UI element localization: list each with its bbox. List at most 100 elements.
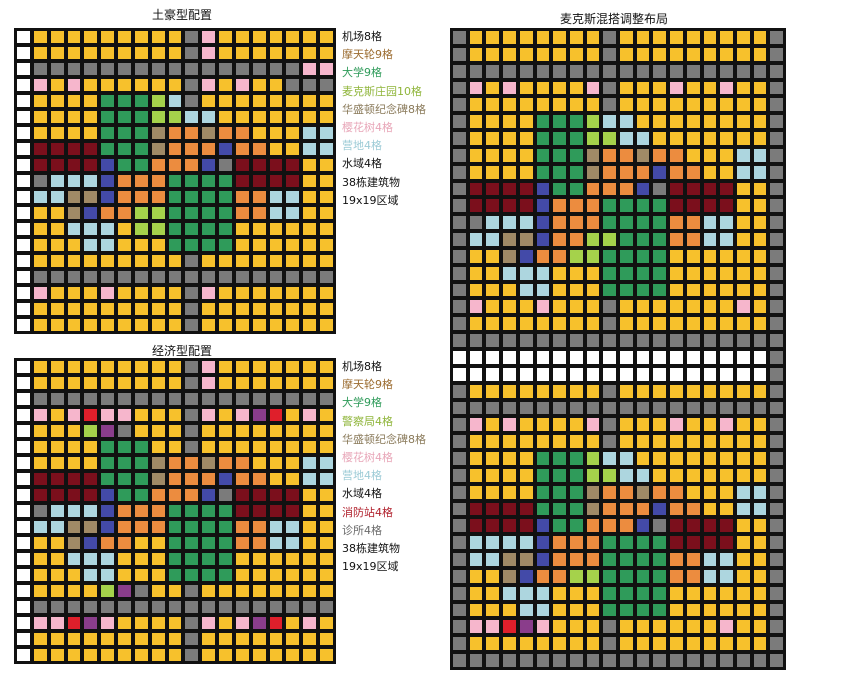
grid-cell (684, 29, 702, 46)
grid-cell (517, 79, 535, 97)
grid-cell (601, 635, 618, 653)
grid-cell (551, 567, 568, 585)
grid-cell (82, 269, 100, 285)
grid-cell (82, 535, 100, 551)
grid-cell (183, 141, 201, 157)
grid-cell (768, 500, 785, 518)
grid-cell (484, 29, 502, 46)
grid-cell (651, 466, 669, 484)
grid-cell (734, 247, 752, 265)
grid-cell (517, 635, 535, 653)
grid-cell (701, 298, 719, 316)
grid-cell (31, 583, 49, 599)
grid-cell (634, 365, 652, 383)
grid-cell (734, 601, 752, 619)
grid-cell (567, 584, 585, 602)
grid-cell (751, 416, 769, 434)
grid-cell (48, 471, 66, 487)
grid-cell (250, 567, 268, 583)
grid-cell (217, 77, 234, 93)
grid-cell (668, 79, 685, 97)
grid-cell (751, 45, 769, 63)
grid-cell (200, 519, 218, 535)
grid-cell (634, 567, 652, 585)
grid-cell (15, 359, 32, 375)
grid-cell (217, 423, 234, 439)
grid-cell (484, 517, 502, 535)
grid-cell (82, 29, 100, 45)
grid-cell (31, 567, 49, 583)
grid-cell (200, 205, 218, 221)
grid-cell (618, 146, 635, 164)
grid-cell (467, 635, 485, 653)
grid-cell (65, 125, 83, 141)
grid-cell (651, 567, 669, 585)
grid-cell (551, 500, 568, 518)
grid-cell (15, 29, 32, 45)
grid-cell (567, 96, 585, 114)
grid-cell (584, 113, 602, 131)
grid-cell (684, 79, 702, 97)
grid-cell (584, 551, 602, 568)
grid-cell (668, 534, 685, 552)
grid-cell (484, 652, 502, 669)
grid-cell (601, 618, 618, 636)
grid-cell (451, 567, 468, 585)
grid-cell (567, 500, 585, 518)
grid-cell (684, 382, 702, 400)
grid-cell (267, 285, 285, 301)
grid-cell (65, 173, 83, 189)
grid-cell (166, 519, 184, 535)
grid-cell (567, 332, 585, 349)
grid-cell (768, 146, 785, 164)
grid-cell (132, 45, 150, 61)
grid-cell (618, 62, 635, 80)
grid-cell (284, 487, 302, 503)
grid-cell (718, 416, 735, 434)
grid-cell (200, 173, 218, 189)
grid-cell (501, 231, 518, 248)
grid-cell (501, 29, 518, 46)
grid-cell (217, 285, 234, 301)
grid-cell (166, 439, 184, 455)
grid-cell (618, 551, 635, 568)
grid-cell (217, 157, 234, 173)
legend-item: 摩天轮9格 (342, 48, 393, 62)
grid-cell (15, 189, 32, 205)
grid-cell (132, 487, 150, 503)
grid-cell (284, 519, 302, 535)
grid-cell (99, 647, 117, 663)
grid-cell (116, 583, 133, 599)
grid-cell (634, 466, 652, 484)
grid-cell (618, 433, 635, 451)
grid-cell (31, 471, 49, 487)
grid-cell (567, 567, 585, 585)
grid-cell (601, 197, 618, 215)
grid-cell (15, 285, 32, 301)
grid-cell (517, 332, 535, 349)
grid-cell (601, 349, 618, 366)
grid-cell (768, 450, 785, 467)
grid-cell (751, 584, 769, 602)
grid-cell (567, 483, 585, 501)
grid-cell (250, 269, 268, 285)
grid-cell (217, 631, 234, 647)
grid-cell (267, 439, 285, 455)
grid-cell (668, 130, 685, 147)
grid-cell (301, 45, 319, 61)
grid-cell (768, 382, 785, 400)
grid-cell (501, 534, 518, 552)
grid-cell (768, 281, 785, 299)
grid-cell (318, 221, 335, 237)
grid-cell (668, 29, 685, 46)
grid-cell (451, 96, 468, 114)
grid-cell (751, 113, 769, 131)
grid-cell (132, 439, 150, 455)
grid-cell (99, 77, 117, 93)
grid-cell (301, 221, 319, 237)
grid-cell (65, 519, 83, 535)
grid-cell (132, 359, 150, 375)
grid-cell (718, 399, 735, 417)
grid-cell (149, 567, 167, 583)
grid-cell (132, 391, 150, 407)
